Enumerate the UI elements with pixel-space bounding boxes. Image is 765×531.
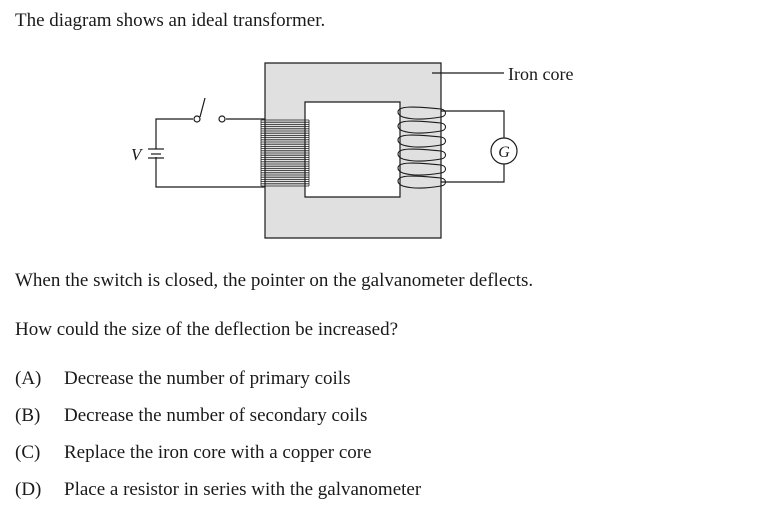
secondary-coil <box>397 106 447 189</box>
battery-cell <box>148 148 164 159</box>
option-text: Place a resistor in series with the galv… <box>64 479 422 500</box>
secondary-circuit <box>441 110 505 183</box>
option-letter: (D) <box>15 479 42 500</box>
transformer-diagram: Iron core V G <box>131 62 573 239</box>
primary-circuit <box>155 118 265 188</box>
option-a[interactable]: (A) Decrease the number of primary coils <box>15 367 421 404</box>
option-c[interactable]: (C) Replace the iron core with a copper … <box>15 441 421 478</box>
switch <box>193 97 226 123</box>
galvanometer-label: G <box>498 144 510 161</box>
voltage-label: V <box>131 145 144 164</box>
iron-core-label: Iron core <box>508 64 573 84</box>
option-text: Replace the iron core with a copper core <box>64 442 372 463</box>
option-letter: (B) <box>15 405 41 426</box>
galvanometer <box>490 137 518 165</box>
question-statement: When the switch is closed, the pointer o… <box>15 270 534 291</box>
primary-coil <box>260 119 310 187</box>
option-d[interactable]: (D) Place a resistor in series with the … <box>15 478 421 515</box>
question-intro: The diagram shows an ideal transformer. <box>15 10 326 31</box>
option-b[interactable]: (B) Decrease the number of secondary coi… <box>15 404 421 441</box>
option-letter: (A) <box>15 368 42 389</box>
question-prompt: How could the size of the deflection be … <box>15 319 399 340</box>
answer-options: (A) Decrease the number of primary coils… <box>15 367 421 515</box>
option-letter: (C) <box>15 442 41 463</box>
option-text: Decrease the number of primary coils <box>64 368 351 389</box>
option-text: Decrease the number of secondary coils <box>64 405 368 426</box>
